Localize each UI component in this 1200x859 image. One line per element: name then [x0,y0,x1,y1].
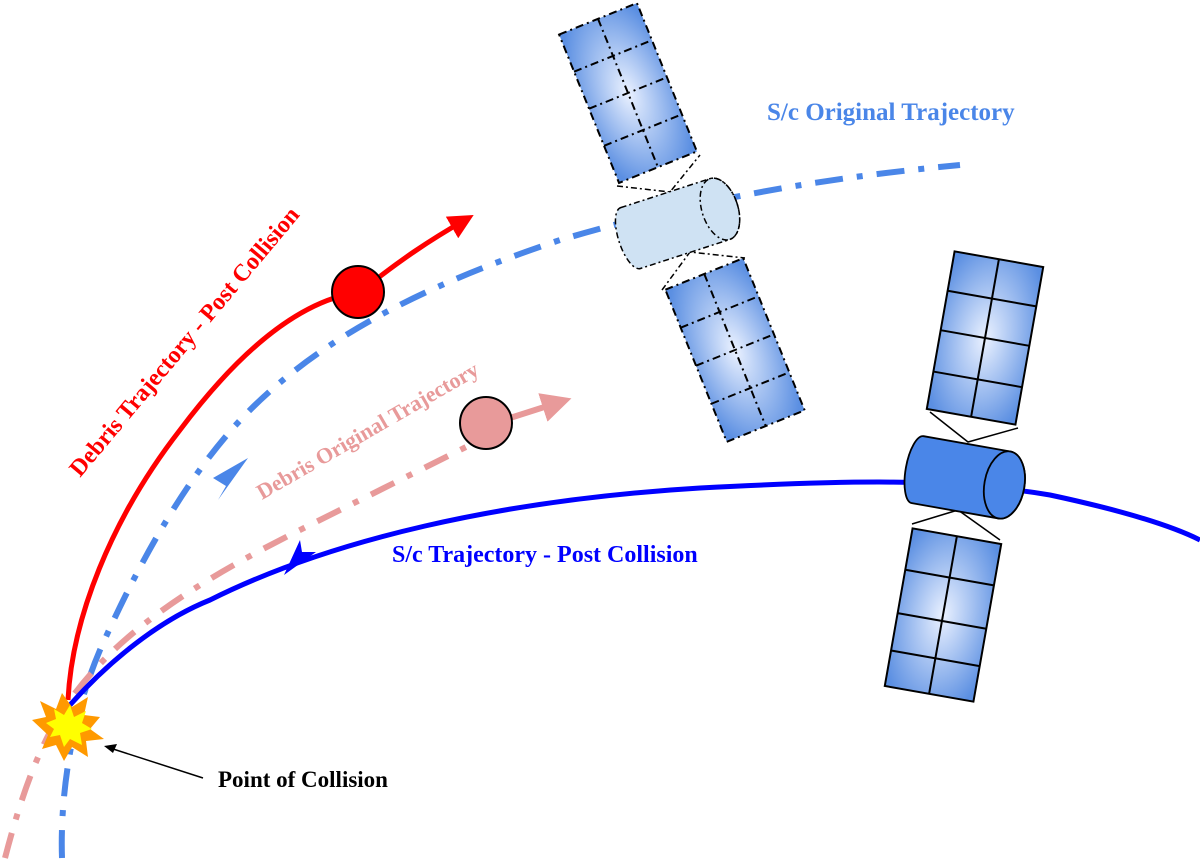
ghost-solar-panel-bottom [664,256,806,444]
sc-post-arrowhead [284,540,316,575]
satellite-body [903,435,1026,520]
solar-panel-bottom [883,527,1003,703]
satellite [883,250,1045,703]
ghost-solar-panel-top [557,1,699,185]
sc-original-label: S/c Original Trajectory [767,99,1015,126]
debris-original-label: Debris Original Trajectory [252,357,483,505]
collision-pointer-line [109,747,204,779]
collision-point-label: Point of Collision [218,767,388,792]
debris-post-body [331,265,385,319]
debris-original-trajectory [2,442,472,859]
sc-original-arrowhead [213,458,248,500]
debris-original-velocity-arrow [509,393,572,422]
debris-post-label: Debris Trajectory - Post Collision [65,202,305,482]
collision-burst-icon [32,693,104,761]
ghost-body [614,177,741,270]
sc-post-label: S/c Trajectory - Post Collision [392,542,698,568]
solar-panel-top [925,250,1045,426]
ghost-satellite [557,1,806,444]
collision-pointer-arrowhead [104,744,117,753]
debris-post-trajectory [65,215,474,701]
debris-original-body [459,396,513,450]
sc-post-trajectory [68,479,1200,707]
